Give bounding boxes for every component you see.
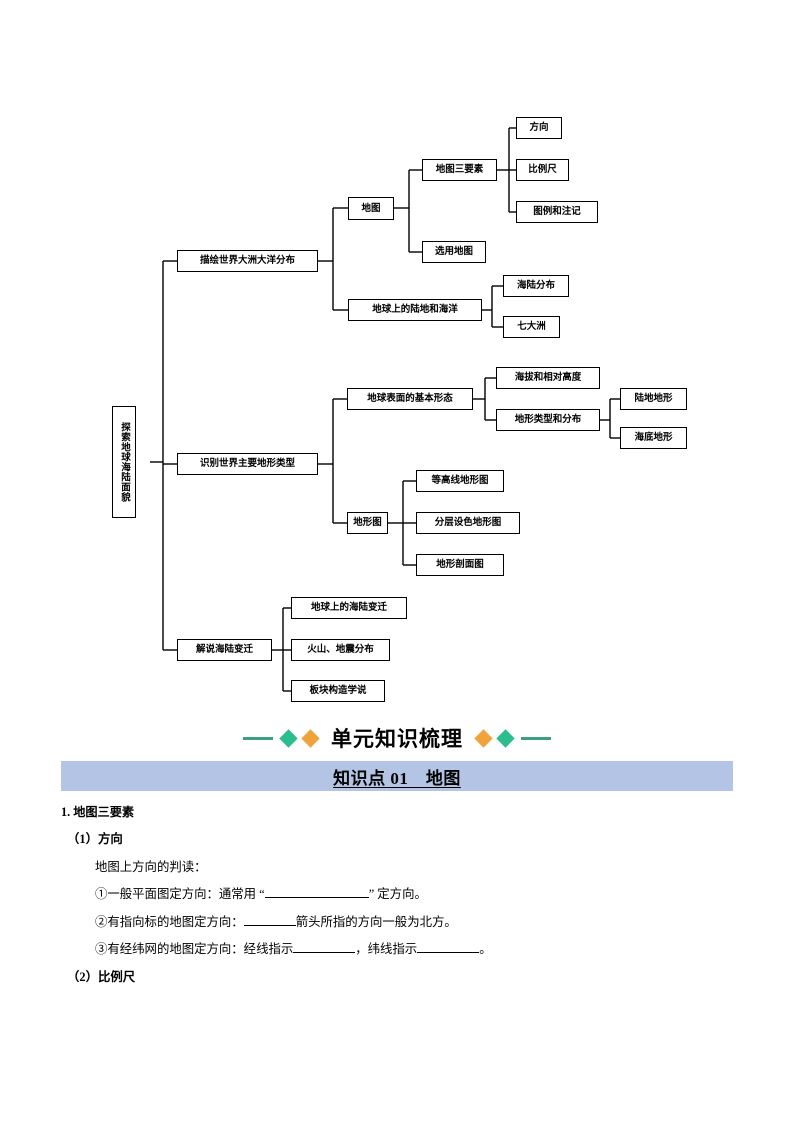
subheading-fangxiang: （1）方向 <box>67 832 123 847</box>
knowledge-point-header: 知识点 01 地图 <box>61 761 733 791</box>
text-item-1-b: ” 定方向。 <box>368 887 427 902</box>
mindmap-node-tuliheziji: 图例和注记 <box>516 201 598 223</box>
diamond-green-right-icon <box>496 728 515 748</box>
diamond-green-left-icon <box>279 728 298 748</box>
section-banner: 单元知识梳理 <box>0 718 794 758</box>
mindmap-node-bankuaigouzao: 板块构造学说 <box>291 680 385 702</box>
text-item-3-c: 。 <box>479 942 492 957</box>
mindmap-node-branch2: 识别世界主要地形类型 <box>177 453 318 475</box>
subheading-bilichi: （2）比例尺 <box>67 969 136 984</box>
mindmap-connectors <box>150 127 620 692</box>
mindmap-node-hailufenbu: 海陆分布 <box>503 275 569 297</box>
banner-right-rule <box>521 736 551 740</box>
fill-blank-1[interactable] <box>264 897 369 899</box>
mindmap-node-haibagaodu: 海拔和相对高度 <box>496 367 600 389</box>
mind-map: 探索地球海陆面貌 描绘世界大洲大洋分布 地图 地图三要素 方向 比例尺 图例和注… <box>112 117 687 702</box>
mindmap-node-ditu: 地图 <box>348 197 394 220</box>
text-item-2: ②有指向标的地图定方向： 箭头所指的方向一般为北方。 <box>61 915 741 931</box>
text-item-3-b: ，纬线指示 <box>355 942 418 957</box>
mindmap-node-xuanyongditu: 选用地图 <box>422 241 486 263</box>
mindmap-node-denggaoxian: 等高线地形图 <box>416 470 504 492</box>
mindmap-node-root: 探索地球海陆面貌 <box>112 406 136 518</box>
mindmap-node-dixingpoumiantu: 地形剖面图 <box>416 554 504 576</box>
mindmap-node-branch3: 解说海陆变迁 <box>177 639 272 661</box>
text-item-3: ③有经纬网的地图定方向：经线指示 ，纬线指示 。 <box>61 942 741 958</box>
mindmap-node-ludidixing: 陆地地形 <box>620 388 687 410</box>
fill-blank-2[interactable] <box>243 924 296 926</box>
banner-title: 单元知识梳理 <box>331 728 463 751</box>
mindmap-node-huoshandizhen: 火山、地震分布 <box>291 639 390 661</box>
fill-blank-4[interactable] <box>417 952 480 954</box>
fill-blank-3[interactable] <box>293 952 356 954</box>
text-item-2-a: ②有指向标的地图定方向： <box>95 914 244 929</box>
text-item-1-a: ①一般平面图定方向：通常用 “ <box>95 887 265 902</box>
mindmap-node-haididixing: 海底地形 <box>620 427 687 449</box>
lesson-body: 1. 地图三要素 （1）方向 地图上方向的判读： ①一般平面图定方向：通常用 “… <box>61 805 741 997</box>
diamond-orange-left-icon <box>301 728 320 748</box>
mindmap-node-dixingtu: 地形图 <box>347 512 388 534</box>
mindmap-node-fencengshese: 分层设色地形图 <box>416 512 520 534</box>
mindmap-node-diqiubiaomian: 地球表面的基本形态 <box>347 388 473 410</box>
mindmap-node-dixingleixing: 地形类型和分布 <box>496 409 600 431</box>
diamond-orange-right-icon <box>474 728 493 748</box>
mindmap-node-bilichi: 比例尺 <box>516 159 569 181</box>
heading-ditu-sanyaosu: 1. 地图三要素 <box>61 805 135 819</box>
text-item-3-a: ③有经纬网的地图定方向：经线指示 <box>95 942 294 957</box>
mindmap-node-branch1: 描绘世界大洲大洋分布 <box>177 250 318 272</box>
mindmap-node-ditu-sanyaosu: 地图三要素 <box>422 159 497 181</box>
mindmap-node-hailubianqian: 地球上的海陆变迁 <box>291 597 407 619</box>
knowledge-point-title: 知识点 01 地图 <box>333 768 461 788</box>
text-item-1: ①一般平面图定方向：通常用 “ ” 定方向。 <box>61 887 741 903</box>
mindmap-node-fangxiang: 方向 <box>516 117 562 139</box>
text-panduu: 地图上方向的判读： <box>95 859 207 874</box>
mindmap-node-qidazhou: 七大洲 <box>503 316 560 338</box>
banner-left-rule <box>243 736 273 740</box>
text-item-2-b: 箭头所指的方向一般为北方。 <box>295 914 457 929</box>
mindmap-node-luditaihaiyang: 地球上的陆地和海洋 <box>348 299 482 321</box>
